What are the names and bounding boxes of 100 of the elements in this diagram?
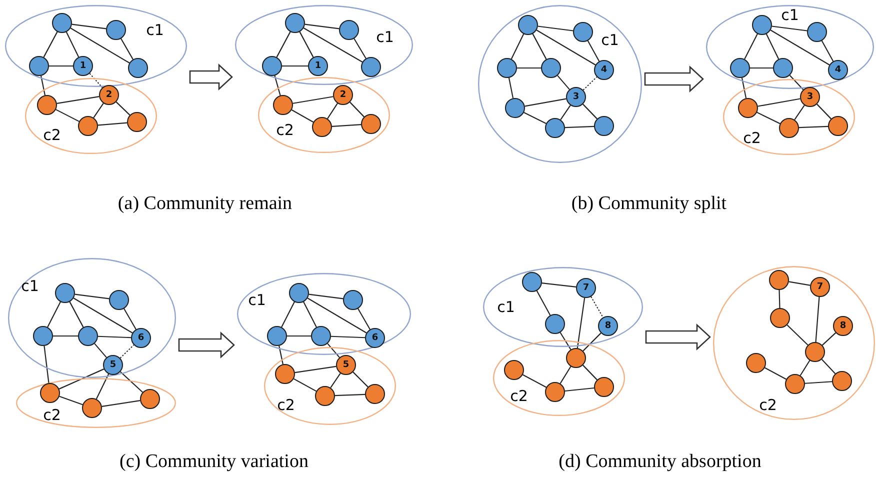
dotted-edge (120, 344, 134, 359)
graph-node (545, 314, 565, 334)
edge-line (770, 30, 830, 66)
edge-line (582, 104, 598, 120)
community-label: c1 (146, 22, 164, 38)
graph-node (769, 270, 789, 290)
edge-line (281, 302, 295, 328)
edge-line (56, 96, 100, 104)
community-ellipse (713, 266, 875, 420)
graph-node (361, 57, 381, 77)
edge-line (522, 374, 546, 388)
community-ellipse (493, 340, 625, 416)
edge-line (587, 40, 600, 62)
graph-node (800, 87, 820, 107)
graph-node (37, 95, 57, 115)
graph-node (545, 118, 565, 138)
edge-line (307, 298, 367, 334)
edge-line (74, 294, 110, 300)
edge-line (788, 281, 810, 286)
edge-line (758, 98, 800, 107)
graph-node (40, 383, 60, 403)
graph-node (810, 277, 830, 297)
graph-node (103, 355, 123, 375)
edge-line (352, 372, 368, 388)
edge-line (764, 367, 786, 380)
graph-node (566, 348, 586, 368)
transition-arrow (189, 64, 233, 90)
edge-line (330, 336, 366, 338)
edge-line (778, 290, 780, 308)
graph-node (598, 316, 618, 336)
community-ellipse (25, 78, 157, 154)
edge-line (789, 74, 804, 90)
panel-caption: (a) Community remain (118, 193, 292, 215)
graph-node (333, 85, 353, 105)
edge-line (815, 296, 820, 342)
edge-line (274, 75, 281, 96)
edge-line (358, 308, 370, 330)
graph-node (336, 355, 356, 375)
community-label: c2 (759, 397, 777, 413)
edge-line (800, 360, 810, 376)
node-number: 1 (80, 62, 86, 70)
node-number: 6 (372, 334, 378, 342)
graph-node (273, 95, 293, 115)
edge-line (744, 34, 758, 60)
edge-line (786, 324, 808, 346)
edge-line (821, 358, 836, 374)
edge-line (564, 387, 594, 392)
edge-line (510, 34, 524, 60)
edge-line (766, 34, 780, 60)
community-label: c1 (376, 29, 394, 45)
graph-node (106, 20, 126, 40)
community-label: c2 (743, 130, 761, 146)
graph-node (343, 290, 363, 310)
edge-line (287, 335, 311, 337)
graph-node (312, 117, 332, 137)
edge-line (816, 104, 832, 120)
node-number: 4 (600, 66, 608, 74)
edge-line (49, 65, 73, 67)
dotted-edge (582, 76, 598, 91)
community-ellipse (483, 267, 643, 347)
community-label: c2 (43, 407, 61, 423)
node-number: 1 (314, 62, 322, 70)
edge-line (120, 371, 143, 393)
edge-line (59, 396, 83, 406)
node-number: 8 (604, 322, 612, 330)
edge-line (330, 372, 341, 388)
node-number: 2 (340, 90, 346, 100)
graph-node (785, 374, 805, 394)
edge-line (542, 282, 576, 288)
community-label: c1 (601, 32, 619, 48)
community-ellipse (264, 347, 396, 425)
edge-line (299, 32, 314, 58)
edge-line (557, 75, 570, 90)
graph-node (308, 56, 328, 76)
graph-node (779, 118, 799, 138)
edge-line (303, 302, 317, 328)
graph-node (267, 326, 287, 346)
community-ellipse (723, 79, 855, 155)
node-number: 2 (106, 90, 112, 100)
graph-node (73, 56, 93, 76)
graph-node (573, 22, 593, 42)
edge-line (334, 394, 366, 396)
edge-line (120, 38, 134, 60)
edge-line (66, 32, 80, 58)
edge-line (794, 104, 805, 120)
edge-line (72, 24, 106, 30)
graph-node (594, 377, 614, 397)
graph-node (828, 60, 848, 80)
edge-line (327, 343, 340, 358)
graph-node (128, 58, 148, 78)
graph-node (576, 278, 596, 298)
edge-line (517, 67, 541, 69)
edge-line (524, 112, 546, 124)
node-number: 7 (816, 282, 824, 292)
community-label: c1 (21, 278, 39, 294)
graph-node (78, 116, 98, 136)
node-number: 6 (138, 334, 144, 342)
graph-node (594, 116, 614, 136)
transition-arrow (644, 66, 704, 92)
edge-line (294, 378, 316, 392)
